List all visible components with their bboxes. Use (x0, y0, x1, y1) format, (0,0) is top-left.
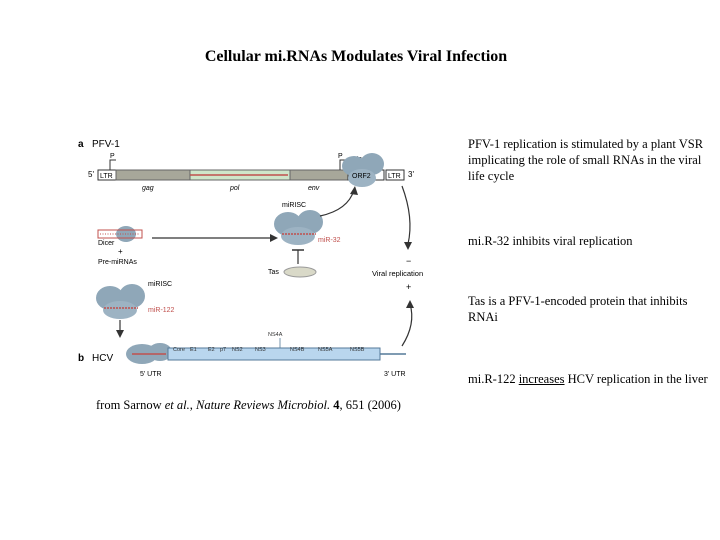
ltr-right (385, 169, 405, 181)
tas-protein (283, 266, 317, 278)
slide-title: Cellular mi.RNAs Modulates Viral Infecti… (204, 48, 508, 65)
pre-mirnas-label: Pre-miRNAs (98, 259, 137, 266)
dicer-hairpin (97, 226, 143, 242)
hcv-gene-e2: E2 (208, 347, 215, 353)
panel-a-label: PFV-1 (92, 139, 120, 150)
hcv-gene-ns4b: NS4B (290, 347, 305, 353)
orf2-label: ORF2 (352, 173, 371, 180)
citation-journal: Nature Reviews Microbiol. (196, 398, 331, 412)
citation-etal: et al. (164, 398, 190, 412)
panel-b-label: HCV (92, 353, 113, 364)
hcv-5utr-label: 5' UTR (140, 371, 162, 378)
promoter-arrow-1 (109, 159, 116, 170)
hcv-gene-ns5b: NS5B (350, 347, 365, 353)
mirisc-label-2: miRISC (148, 281, 172, 288)
ltr-left-label: LTR (100, 173, 113, 180)
citation-rest: , 651 (2006) (339, 398, 401, 412)
hcv-gene-ns3: NS3 (255, 347, 266, 353)
env-segment (289, 169, 349, 181)
panel-b-letter: b (78, 353, 84, 364)
citation-prefix: from Sarnow (96, 398, 165, 412)
note-mir122-pre: mi.R-122 (468, 372, 519, 386)
viral-replication-label: Viral replication (372, 269, 423, 278)
minus-replication: − (406, 256, 411, 266)
mirisc-complex-mir32 (274, 210, 323, 245)
pfv-5prime: 5' (88, 170, 94, 179)
note-pfv1-replication: PFV-1 replication is stimulated by a pla… (468, 137, 704, 183)
note-mir122-post: HCV replication in the liver (564, 372, 708, 386)
pol-label: pol (229, 185, 240, 192)
hcv-3utr-label: 3' UTR (384, 371, 406, 378)
hcv-gene-e1: E1 (190, 347, 197, 353)
plus-replication: + (406, 282, 411, 292)
citation-sep: , (189, 398, 196, 412)
hcv-polyprotein (167, 347, 381, 361)
arrow-orf2-to-replication (401, 185, 411, 245)
promoter-p-2: P (338, 153, 343, 160)
ltr-right-label: LTR (388, 173, 401, 180)
mirisc-complex-mir122 (96, 284, 145, 319)
hcv-gene-p7: p7 (220, 347, 226, 353)
env-label: env (308, 185, 320, 192)
pfv-3prime: 3' (408, 170, 414, 179)
note-tas: Tas is a PFV-1-encoded protein that inhi… (468, 294, 688, 324)
dicer-label: Dicer (98, 240, 115, 247)
mirisc-complex-orf2 (342, 153, 384, 187)
note-mir122: mi.R-122 increases HCV replication in th… (468, 371, 708, 387)
note-mir32: mi.R-32 inhibits viral replication (468, 234, 633, 248)
hcv-gene-ns4a: NS4A (268, 332, 283, 338)
mir122-label: miR-122 (148, 307, 175, 314)
hcv-5utr-structure (126, 343, 172, 364)
gag-segment (115, 169, 191, 181)
promoter-p-1: P (110, 153, 115, 160)
figure-citation: from Sarnow et al., Nature Reviews Micro… (96, 398, 456, 413)
hcv-gene-ns5a: NS5A (318, 347, 333, 353)
mirisc-label-1: miRISC (282, 202, 306, 209)
gag-label: gag (142, 185, 154, 192)
plus-dicer: + (118, 247, 123, 256)
note-mir122-emphasis: increases (518, 372, 565, 386)
panel-a-letter: a (78, 139, 84, 150)
hcv-gene-ns2: NS2 (232, 347, 243, 353)
mir32-label: miR-32 (318, 237, 341, 244)
hcv-gene-core: Core (173, 347, 185, 353)
arrow-hcv-to-replication (401, 303, 413, 347)
pfv-hcv-diagram: a PFV-1 P 5' LTR gag pol env P tas LTR 3… (78, 139, 423, 378)
citation-volume: 4 (330, 398, 340, 412)
arrow-mirisc-to-orf2 (319, 189, 355, 217)
tas-protein-label: Tas (268, 269, 279, 276)
